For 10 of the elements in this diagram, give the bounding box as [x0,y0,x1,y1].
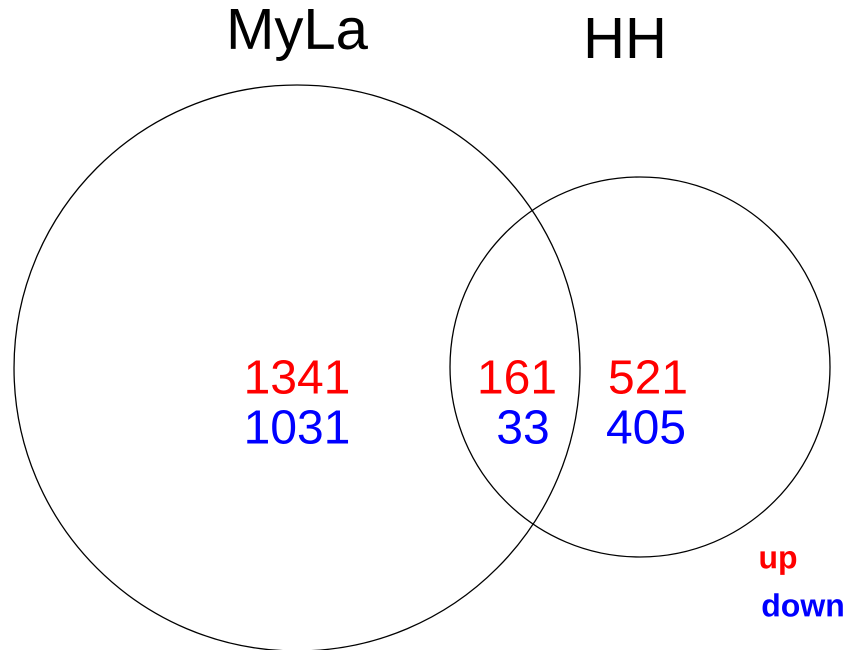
count-label: 405 [607,410,684,444]
count-label: 521 [610,360,686,394]
count-label: 1031 [247,410,348,444]
count-label: 161 [480,360,555,394]
count-label: 33 [498,410,548,444]
node-label: HH [588,18,662,58]
count-label: 1341 [247,360,348,394]
legend-text: up [760,551,796,575]
legend-text: down [762,593,843,617]
node-label: MyLa [230,9,368,61]
